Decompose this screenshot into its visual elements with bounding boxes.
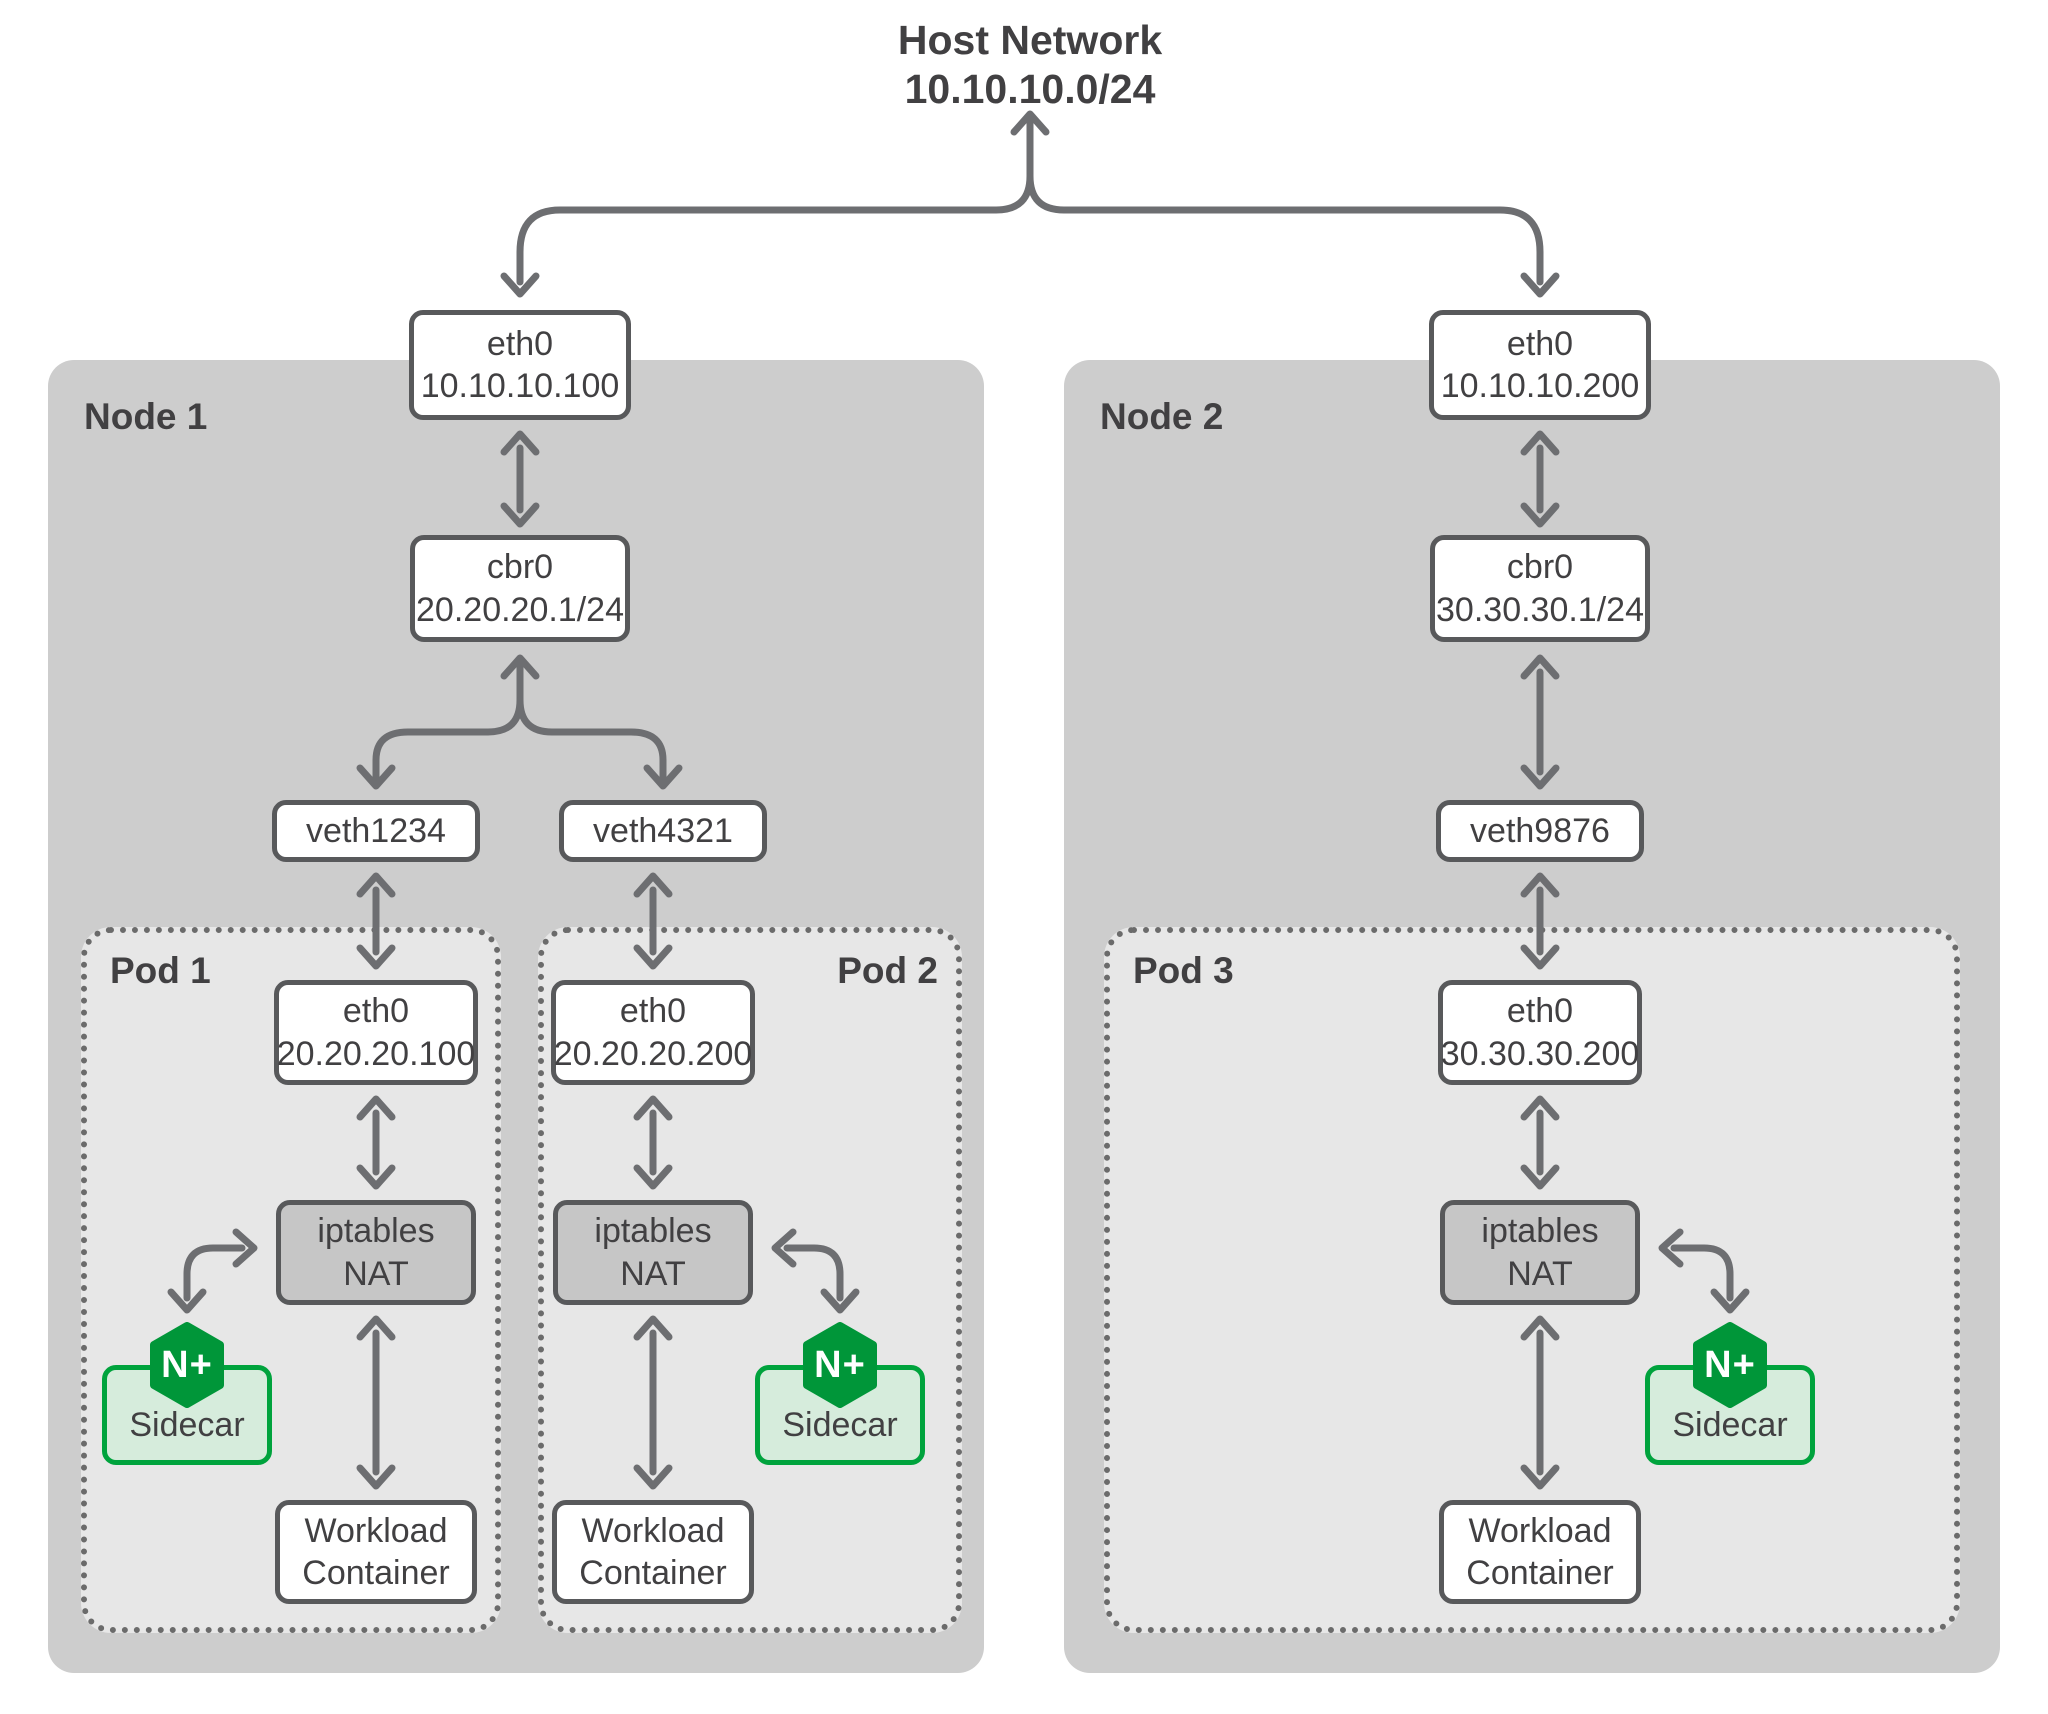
arrow-pod3-nat-workload (1520, 1315, 1560, 1490)
pod3-workload-line2: Container (1466, 1554, 1614, 1592)
node1-veth1234-box: veth1234 (272, 800, 480, 862)
pod1-nat-label: NAT (343, 1254, 409, 1293)
arrow-pod1-sidecar-nat (167, 1228, 258, 1314)
node1-cbr0-name: cbr0 (486, 548, 554, 586)
pod-2-label: Pod 2 (837, 950, 938, 991)
arrow-node2-cbr0-veth (1520, 654, 1560, 790)
pod2-eth0-name: eth0 (619, 992, 687, 1030)
arrow-veth9876-pod3-eth0 (1520, 872, 1560, 970)
host-network-title: Host Network 10.10.10.0/24 (830, 16, 1230, 114)
arrow-pod2-eth0-nat (633, 1095, 673, 1190)
nginx-hexagon-icon (803, 1322, 877, 1408)
pod3-workload-container-box: Workload Container (1439, 1500, 1641, 1604)
pod1-eth0-box: eth0 20.20.20.100 (274, 980, 478, 1085)
node2-host-eth0-name: eth0 (1506, 324, 1574, 363)
arrow-pod1-eth0-nat (356, 1095, 396, 1190)
pod2-nat-label: NAT (620, 1254, 686, 1293)
host-network-cidr: 10.10.10.0/24 (904, 66, 1156, 113)
arrow-node1-cbr0-veth-branch (356, 654, 683, 790)
node2-veth9876-box: veth9876 (1436, 800, 1644, 862)
pod1-workload-container-box: Workload Container (275, 1500, 477, 1604)
pod2-sidecar-label: Sidecar (782, 1405, 898, 1444)
arrow-pod2-sidecar-nat (771, 1228, 860, 1314)
pod-3-label: Pod 3 (1133, 950, 1234, 991)
pod1-eth0-ip: 20.20.20.100 (276, 1034, 476, 1073)
pod3-iptables-nat-box: iptables NAT (1440, 1200, 1640, 1305)
pod1-nginx-plus-icon: N+ (150, 1322, 224, 1408)
pod3-nginx-plus-badge: N+ (1704, 1343, 1756, 1386)
pod3-eth0-ip: 30.30.30.200 (1440, 1034, 1640, 1073)
node1-veth4321-label: veth4321 (593, 811, 733, 850)
node1-cbr0-cidr: 20.20.20.1/24 (416, 590, 624, 629)
pod2-eth0-box: eth0 20.20.20.200 (551, 980, 755, 1085)
pod-1-label: Pod 1 (110, 950, 211, 991)
pod1-eth0-name: eth0 (342, 992, 410, 1030)
node1-veth4321-box: veth4321 (559, 800, 767, 862)
pod3-workload-line1: Workload (1468, 1511, 1612, 1550)
node2-cbr0-box: cbr0 30.30.30.1/24 (1430, 535, 1650, 642)
nginx-hexagon-icon (150, 1322, 224, 1408)
pod1-iptables-nat-box: iptables NAT (276, 1200, 476, 1305)
pod2-iptables-label: iptables (594, 1212, 712, 1250)
pod2-eth0-ip: 20.20.20.200 (553, 1034, 753, 1073)
arrow-veth4321-pod2-eth0 (633, 872, 673, 970)
arrow-pod3-sidecar-nat (1658, 1228, 1750, 1314)
node2-cbr0-cidr: 30.30.30.1/24 (1436, 590, 1644, 629)
node-2-label: Node 2 (1100, 396, 1224, 437)
node2-host-eth0-ip: 10.10.10.200 (1440, 367, 1640, 405)
pod3-eth0-box: eth0 30.30.30.200 (1438, 980, 1642, 1085)
node1-cbr0-box: cbr0 20.20.20.1/24 (410, 535, 630, 642)
pod2-nginx-plus-badge: N+ (814, 1343, 866, 1386)
node-1-label: Node 1 (84, 396, 208, 437)
pod2-iptables-nat-box: iptables NAT (553, 1200, 753, 1305)
pod2-workload-line2: Container (579, 1554, 727, 1592)
pod3-nginx-plus-icon: N+ (1693, 1322, 1767, 1408)
arrow-veth1234-pod1-eth0 (356, 872, 396, 970)
arrow-pod2-nat-workload (633, 1315, 673, 1490)
pod1-iptables-label: iptables (317, 1212, 435, 1250)
node1-host-eth0-ip: 10.10.10.100 (420, 367, 620, 405)
arrow-pod1-nat-workload (356, 1315, 396, 1490)
pod3-nat-label: NAT (1507, 1254, 1573, 1293)
node1-host-eth0-box: eth0 10.10.10.100 (409, 310, 631, 420)
node1-veth1234-label: veth1234 (306, 811, 446, 850)
arrow-host-branch (500, 110, 1560, 298)
pod2-nginx-plus-icon: N+ (803, 1322, 877, 1408)
nginx-hexagon-icon (1693, 1322, 1767, 1408)
pod3-eth0-name: eth0 (1506, 992, 1574, 1030)
node1-host-eth0-name: eth0 (486, 324, 554, 363)
node2-veth9876-label: veth9876 (1470, 811, 1610, 850)
node2-cbr0-name: cbr0 (1506, 548, 1574, 586)
host-network-name: Host Network (897, 17, 1163, 63)
pod1-workload-line1: Workload (304, 1511, 448, 1550)
pod2-sidecar-box: Sidecar (755, 1365, 925, 1465)
pod3-sidecar-label: Sidecar (1672, 1405, 1788, 1444)
pod1-nginx-plus-badge: N+ (161, 1343, 213, 1386)
pod3-iptables-label: iptables (1481, 1212, 1599, 1250)
arrow-node1-eth0-cbr0 (500, 430, 540, 528)
node2-host-eth0-box: eth0 10.10.10.200 (1429, 310, 1651, 420)
pod2-workload-line1: Workload (581, 1511, 725, 1550)
pod1-sidecar-label: Sidecar (129, 1405, 245, 1444)
pod1-workload-line2: Container (302, 1554, 450, 1592)
pod2-workload-container-box: Workload Container (552, 1500, 754, 1604)
arrow-pod3-eth0-nat (1520, 1095, 1560, 1190)
arrow-node2-eth0-cbr0 (1520, 430, 1560, 528)
